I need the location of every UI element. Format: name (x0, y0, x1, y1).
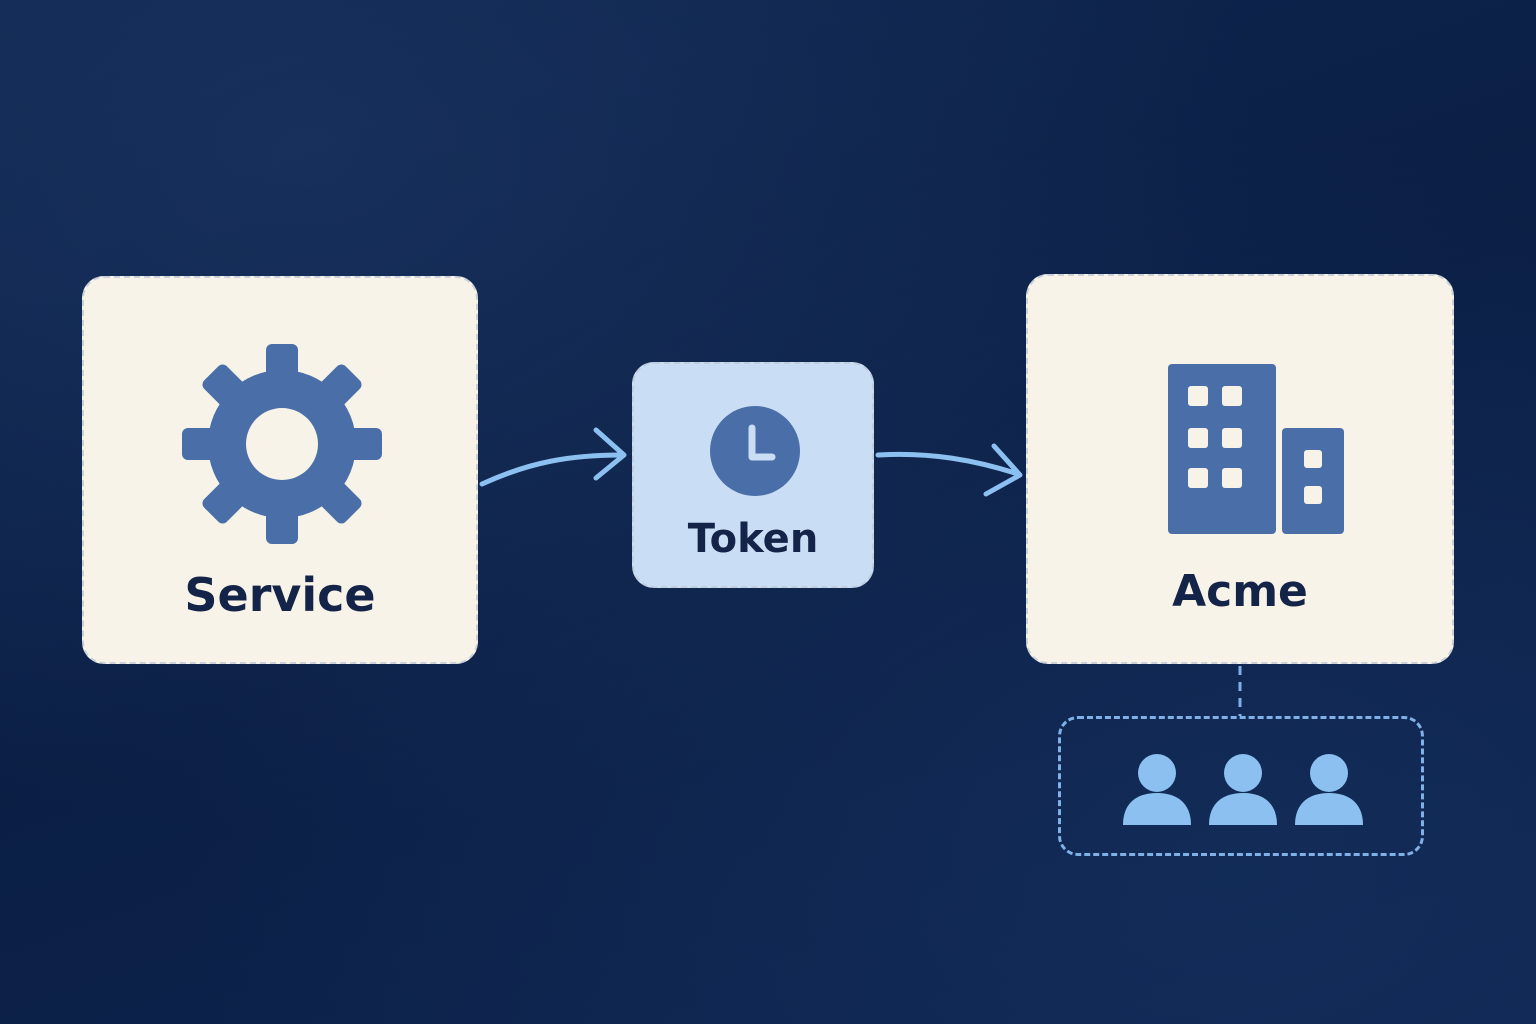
user-icon (1121, 753, 1193, 827)
user-icon (1207, 753, 1279, 827)
gear-icon (180, 342, 384, 546)
arrow-service-to-token (479, 452, 625, 487)
service-node: Service (82, 276, 478, 664)
users-group (1058, 716, 1424, 856)
arrow-token-to-acme (875, 451, 1021, 477)
user-icon (1293, 753, 1365, 827)
clock-icon (708, 404, 802, 498)
token-label: Token (687, 516, 819, 562)
acme-label: Acme (1172, 566, 1308, 617)
service-label: Service (184, 568, 376, 622)
arrowhead-service-to-token (593, 427, 627, 481)
building-icon (1162, 358, 1346, 536)
token-node: Token (632, 362, 874, 588)
acme-node: Acme (1026, 274, 1454, 664)
arrowhead-token-to-acme (983, 443, 1023, 497)
